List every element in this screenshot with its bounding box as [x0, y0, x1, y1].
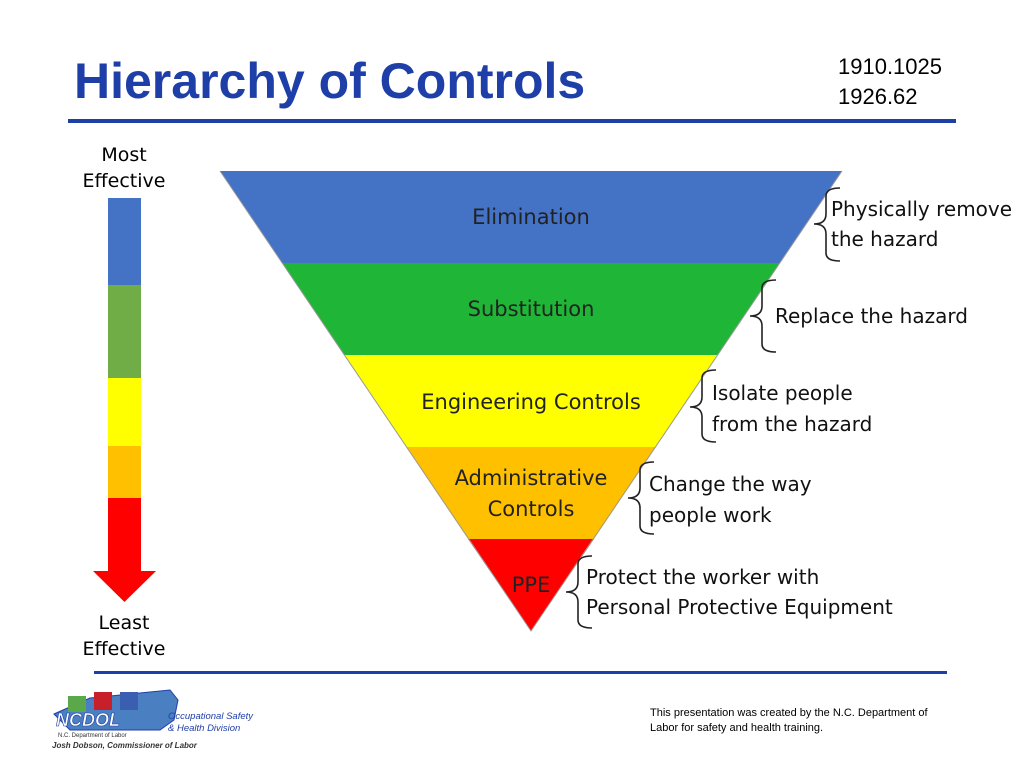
- effectiveness-scale: [93, 198, 156, 602]
- page-title: Hierarchy of Controls: [74, 53, 586, 109]
- scale-segment-red: [108, 498, 141, 572]
- pyramid-outline: [219, 170, 843, 632]
- logo-tile-icon: [120, 692, 138, 710]
- tier-ppe: [468, 539, 594, 631]
- footer-note: This presentation was created by the N.C…: [650, 707, 928, 734]
- least-effective-line: Effective: [82, 638, 166, 660]
- most-effective-label: Most Effective: [74, 142, 174, 194]
- reference-code: 1910.1025: [838, 54, 942, 79]
- tier-administrative-controls: [406, 447, 656, 539]
- tier-label: Engineering Controls: [421, 390, 641, 414]
- tier-description: Personal Protective Equipment: [586, 595, 893, 619]
- brace-substitution: [749, 279, 777, 353]
- logo-tile-icon: [68, 696, 86, 712]
- brace-administrative: [627, 461, 655, 535]
- scale-segment-yellow: [108, 378, 141, 446]
- down-arrow-icon: [93, 571, 156, 602]
- tier-description: Protect the worker with: [586, 565, 819, 589]
- scale-segment-orange: [108, 446, 141, 498]
- tier-description: from the hazard: [712, 412, 872, 436]
- tier-label: Controls: [488, 497, 575, 521]
- tier-description: Physically remove: [831, 197, 1012, 221]
- tier-engineering-controls: [344, 355, 718, 447]
- pyramid: [219, 170, 843, 632]
- logo-abbr: NCDOL: [56, 710, 120, 730]
- tier-label: Substitution: [468, 297, 595, 321]
- logo-tile-icon: [94, 692, 112, 710]
- least-effective-line: Least: [98, 612, 150, 634]
- logo-division-line: & Health Division: [168, 723, 240, 734]
- ncdol-logo: NCDOL N.C. Department of Labor Occupatio…: [52, 689, 254, 750]
- standard-references: 1910.1025 1926.62: [838, 52, 942, 112]
- reference-code: 1926.62: [838, 84, 918, 109]
- most-effective-line: Effective: [82, 170, 166, 192]
- tier-description: Change the way: [649, 472, 812, 496]
- logo-commissioner: Josh Dobson, Commissioner of Labor: [52, 741, 198, 750]
- most-effective-line: Most: [101, 144, 147, 166]
- logo-subtitle: N.C. Department of Labor: [58, 733, 127, 739]
- scale-segment-blue: [108, 198, 141, 285]
- brace-ppe: [565, 555, 593, 629]
- scale-segment-green: [108, 285, 141, 378]
- logo-division-line: Occupational Safety: [168, 711, 254, 722]
- footer-divider: [94, 671, 947, 674]
- tier-label: Elimination: [472, 205, 590, 229]
- tier-description: Isolate people: [712, 381, 853, 405]
- least-effective-label: Least Effective: [74, 610, 174, 662]
- tier-substitution: [282, 263, 780, 355]
- brace-elimination: [813, 187, 841, 262]
- tier-label: Administrative: [455, 466, 608, 490]
- title-divider: [68, 119, 956, 123]
- tier-elimination: [220, 171, 842, 263]
- brace-engineering: [689, 369, 717, 443]
- tier-description: the hazard: [831, 227, 938, 251]
- tier-label: PPE: [512, 573, 551, 597]
- tier-description: people work: [649, 503, 772, 527]
- tier-description: Replace the hazard: [775, 304, 968, 328]
